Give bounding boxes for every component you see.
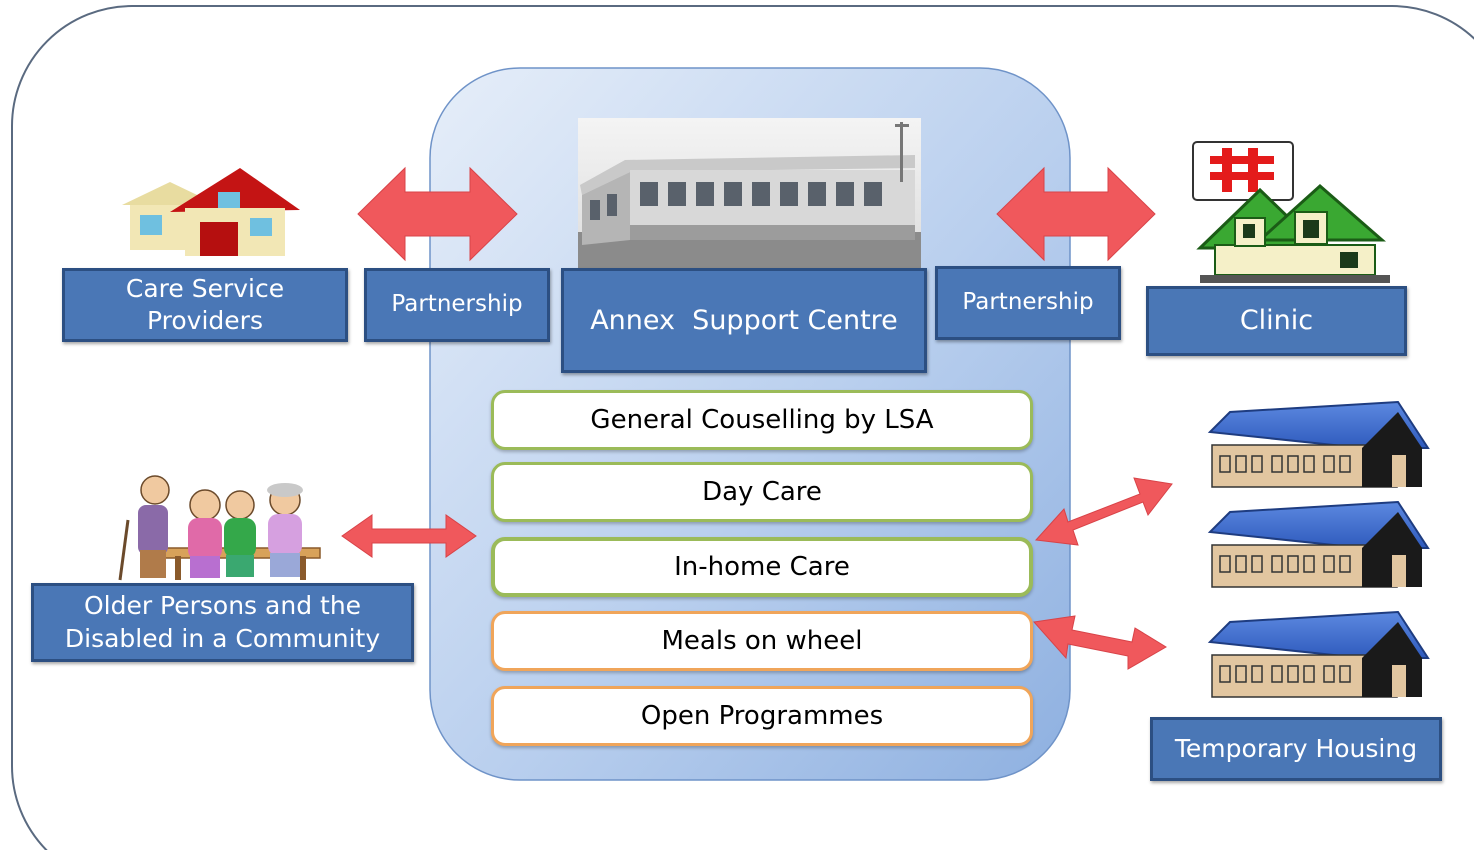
older-persons-label: Older Persons and the Disabled in a Comm…	[64, 591, 381, 653]
partnership-right-box: Partnership	[935, 266, 1121, 340]
service-in-home-care-label: In-home Care	[674, 552, 850, 582]
service-day-care-label: Day Care	[702, 477, 822, 507]
service-general-counselling: General Couselling by LSA	[491, 390, 1033, 450]
service-meals-on-wheel-label: Meals on wheel	[661, 626, 863, 656]
service-day-care: Day Care	[491, 462, 1033, 522]
older-persons-icon	[118, 475, 321, 581]
temporary-housing-icon-1	[1207, 400, 1430, 488]
arrow-housing-meals	[1033, 615, 1167, 670]
temporary-housing-icon-3	[1207, 610, 1430, 698]
arrow-partnership-left	[357, 166, 518, 262]
temporary-housing-label: Temporary Housing	[1174, 733, 1418, 763]
partnership-left-box: Partnership	[364, 268, 550, 342]
service-open-programmes-label: Open Programmes	[640, 701, 884, 731]
service-in-home-care: In-home Care	[491, 537, 1033, 597]
temporary-housing-icon-2	[1207, 500, 1430, 588]
service-general-counselling-label: General Couselling by LSA	[590, 405, 934, 435]
arrow-older-persons	[341, 514, 477, 558]
temporary-housing-box: Temporary Housing	[1150, 717, 1442, 781]
service-open-programmes: Open Programmes	[491, 686, 1033, 746]
annex-building-photo	[578, 118, 921, 268]
annex-support-centre-label: Annex Support Centre	[590, 304, 898, 336]
clinic-icon	[1192, 141, 1390, 283]
service-meals-on-wheel: Meals on wheel	[491, 611, 1033, 671]
older-persons-box: Older Persons and the Disabled in a Comm…	[31, 583, 414, 662]
arrow-partnership-right	[996, 166, 1156, 262]
clinic-label: Clinic	[1239, 305, 1314, 337]
clinic-box: Clinic	[1146, 286, 1407, 356]
partnership-right-label: Partnership	[962, 289, 1094, 316]
care-house-icon	[122, 168, 300, 256]
care-service-providers-box: Care Service Providers	[62, 268, 348, 342]
arrow-housing-day-care	[1034, 477, 1173, 546]
outer-frame	[11, 5, 1474, 850]
annex-support-centre-box: Annex Support Centre	[561, 268, 927, 373]
partnership-left-label: Partnership	[391, 291, 523, 318]
care-service-providers-label: Care Service Providers	[125, 273, 285, 336]
